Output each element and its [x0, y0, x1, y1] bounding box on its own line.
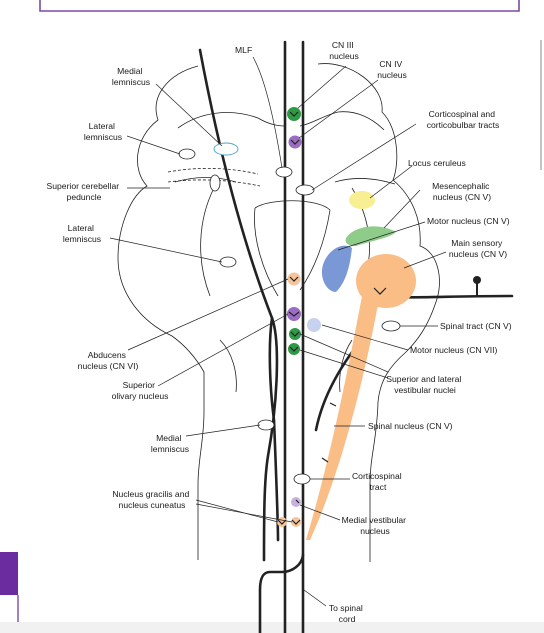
- label-mesencephalic-nucleus: Mesencephalic nucleus (CN V): [432, 181, 492, 202]
- cn4-nucleus: [288, 135, 302, 149]
- label-medial-vestibular: Medial vestibular nucleus: [342, 515, 409, 536]
- nucleus-gracilis: [277, 517, 287, 527]
- motor-nucleus-cn7: [307, 318, 321, 332]
- lower-tract-bend: [258, 553, 305, 633]
- lateral-lemniscus-top-oval: [178, 148, 196, 160]
- label-superior-cerebellar-peduncle: Superior cerebellar peduncle: [47, 181, 122, 202]
- footer-bar: [0, 622, 544, 633]
- abducens-nucleus-purple: [287, 307, 301, 321]
- scp-crossing-oval: [209, 174, 221, 192]
- brainstem-outline-right: [317, 63, 440, 562]
- brainstem-outline: [117, 65, 205, 560]
- medial-lemniscus-top-oval: [213, 142, 239, 156]
- label-motor-nucleus-cn5: Motor nucleus (CN V): [427, 216, 510, 226]
- synapse-marks: [277, 111, 387, 525]
- fourth-ventricle: [254, 200, 331, 297]
- label-medial-lemniscus-top: Medial lemniscus: [112, 66, 150, 87]
- corticospinal-top-oval: [295, 184, 315, 196]
- mlf-oval: [275, 166, 293, 178]
- nucleus-cuneatus: [291, 517, 301, 527]
- main-sensory-nucleus-cn5: [356, 254, 416, 308]
- medial-lemniscus-low-oval: [257, 419, 275, 431]
- label-corticospinal-corticobulbar: Corticospinal and corticobulbar tracts: [427, 109, 500, 130]
- leader-lines: [109, 56, 447, 607]
- label-main-sensory-nucleus: Main sensory nucleus (CN V): [449, 238, 507, 259]
- cn3-nucleus: [287, 107, 301, 121]
- mesencephalic-nucleus-cn5: [345, 226, 396, 246]
- tectum-contour: [177, 111, 385, 131]
- corticospinal-low-oval: [293, 473, 311, 485]
- label-spinal-tract: Spinal tract (CN V): [440, 321, 512, 331]
- label-gracilis-cuneatus: Nucleus gracilis and nucleus cuneatus: [112, 489, 191, 510]
- abducens-nucleus-upper: [287, 272, 301, 286]
- motor-nucleus-cn5: [321, 245, 352, 292]
- lemniscus-tract-lower: [268, 316, 280, 542]
- label-abducens-nucleus: Abducens nucleus (CN VI): [78, 350, 139, 371]
- label-spinal-nucleus: Spinal nucleus (CN V): [368, 421, 453, 431]
- lateral-vestibular-nucleus: [288, 343, 300, 355]
- lateral-lemniscus-mid-oval: [219, 256, 237, 268]
- label-medial-lemniscus-low: Medial lemniscus: [151, 433, 189, 454]
- spinal-tract-oval: [381, 320, 401, 332]
- medulla-contour: [219, 339, 353, 393]
- label-superior-olivary: Superior olivary nucleus: [112, 380, 169, 401]
- label-motor-nucleus-cn7: Motor nucleus (CN VII): [410, 345, 498, 355]
- label-superior-lateral-vestibular: Superior and lateral vestibular nuclei: [386, 374, 463, 395]
- label-to-spinal-cord: To spinal cord: [329, 603, 365, 624]
- label-corticospinal-tract: Corticospinal tract: [352, 471, 404, 492]
- side-bar: [0, 552, 18, 595]
- superior-vestibular-nucleus: [289, 328, 301, 340]
- top-frame: [39, 0, 520, 12]
- medial-vestibular-nucleus: [291, 497, 301, 507]
- label-locus-ceruleus: Locus ceruleus: [408, 158, 466, 168]
- lemniscus-tract: [198, 48, 279, 562]
- label-cn4: CN IV nucleus: [377, 59, 407, 80]
- spinal-nucleus-cn5: [306, 296, 378, 540]
- trigeminal-ganglion-dot: [473, 276, 481, 284]
- label-cn3: CN III nucleus: [329, 40, 359, 61]
- label-mlf: MLF: [235, 45, 252, 55]
- label-lateral-lemniscus-mid: Lateral lemniscus: [63, 223, 101, 244]
- locus-ceruleus: [349, 191, 375, 209]
- label-lateral-lemniscus-top: Lateral lemniscus: [84, 121, 122, 142]
